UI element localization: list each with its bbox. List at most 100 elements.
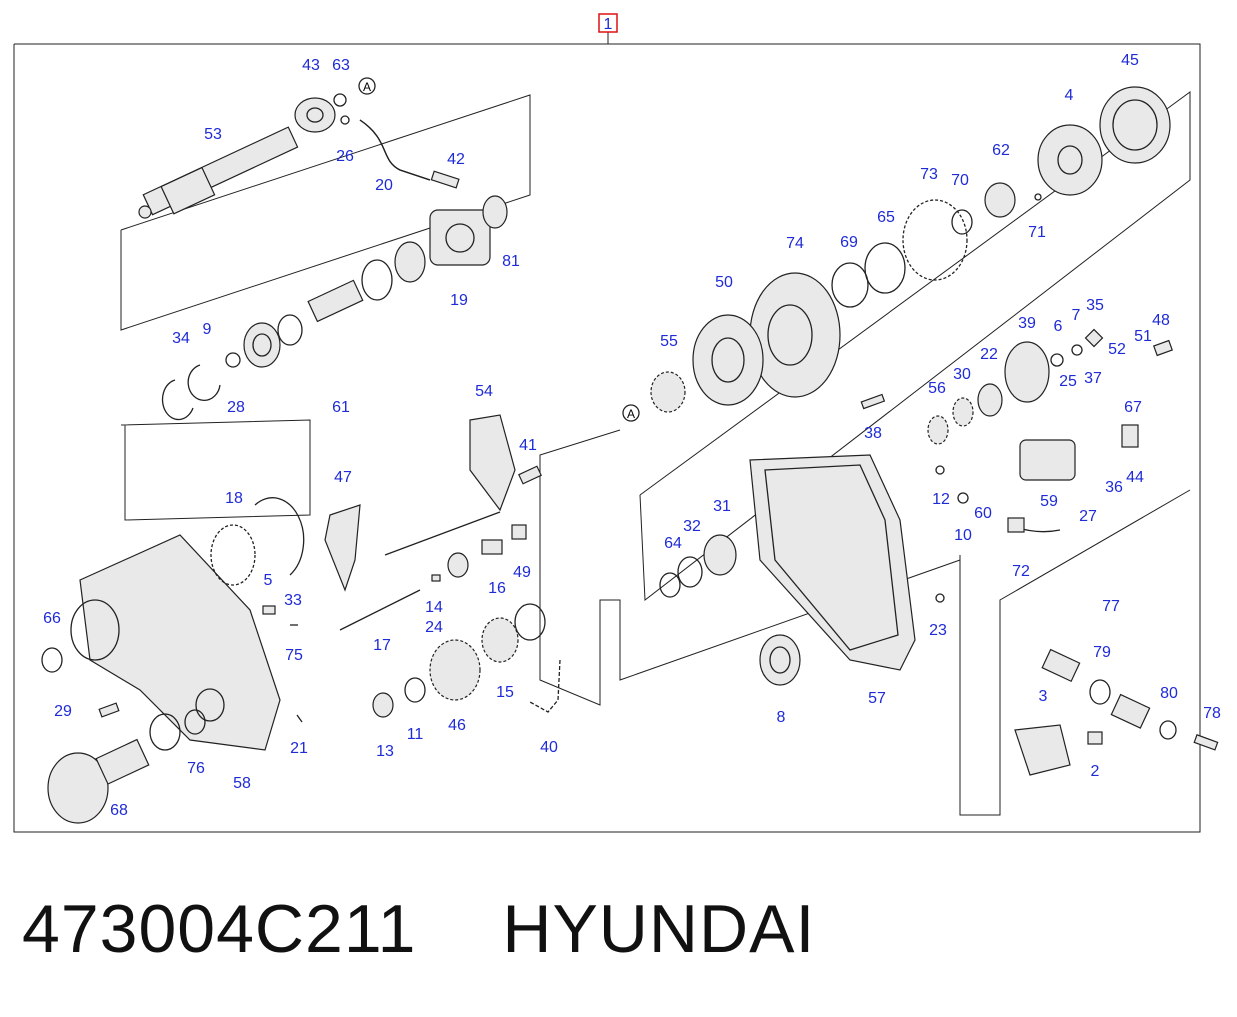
callout-label: 74 xyxy=(786,235,804,252)
callout-label: 66 xyxy=(43,610,61,627)
callout-label: 33 xyxy=(284,592,302,609)
callout-label: 19 xyxy=(450,292,468,309)
output-flange-part xyxy=(47,738,150,824)
callout-label: 70 xyxy=(951,172,969,189)
callout-label: 76 xyxy=(187,760,205,777)
callout-label: 43 xyxy=(302,57,320,74)
callout-label: 28 xyxy=(227,399,245,416)
callout-label: 42 xyxy=(447,151,465,168)
callout-label: 7 xyxy=(1072,307,1081,324)
planetary-carrier-part xyxy=(429,209,491,266)
callout-label: 10 xyxy=(954,527,972,544)
bearing-45-part xyxy=(1099,86,1171,164)
callout-label: 55 xyxy=(660,333,678,350)
callout-label: 80 xyxy=(1160,685,1178,702)
part-caption: 473004C211 HYUNDAI xyxy=(22,890,815,968)
callout-label: 4 xyxy=(1065,87,1074,104)
callout-label: 45 xyxy=(1121,52,1139,69)
callout-label: 58 xyxy=(233,775,251,792)
exploded-parts-diagram: 1 A xyxy=(13,13,1221,833)
callout-label: 15 xyxy=(496,684,514,701)
callout-label: 23 xyxy=(929,622,947,639)
part-number: 473004C211 xyxy=(22,891,417,967)
callout-label: 29 xyxy=(54,703,72,720)
bearing-4-part xyxy=(1037,124,1103,196)
callout-label: 60 xyxy=(974,505,992,522)
callout-label: 61 xyxy=(332,399,350,416)
callout-label: 54 xyxy=(475,383,493,400)
callout-label: 37 xyxy=(1084,370,1102,387)
callout-label: 56 xyxy=(928,380,946,397)
callout-label: 51 xyxy=(1134,328,1152,345)
callout-label: 48 xyxy=(1152,312,1170,329)
callout-label: 22 xyxy=(980,346,998,363)
callout-label: 62 xyxy=(992,142,1010,159)
brand-name: HYUNDAI xyxy=(502,891,816,967)
callout-label: 59 xyxy=(1040,493,1058,510)
callout-label: 49 xyxy=(513,564,531,581)
callout-label: 24 xyxy=(425,619,443,636)
callout-label: 52 xyxy=(1108,341,1126,358)
callout-label: 81 xyxy=(502,253,520,270)
callout-label: 30 xyxy=(953,366,971,383)
callout-label: 11 xyxy=(407,726,424,743)
callout-label: 71 xyxy=(1028,224,1046,241)
callout-label: 67 xyxy=(1124,399,1142,416)
callout-label: 16 xyxy=(488,580,506,597)
callout-label: 44 xyxy=(1126,469,1144,486)
callout-label: 20 xyxy=(375,177,393,194)
callout-label: 27 xyxy=(1079,508,1097,525)
callout-label: 79 xyxy=(1093,644,1111,661)
callout-label: 77 xyxy=(1102,598,1120,615)
callout-label: 75 xyxy=(285,647,303,664)
reference-marker-mid: A xyxy=(627,407,635,421)
callout-label: 46 xyxy=(448,717,466,734)
clutch-drum-part xyxy=(749,272,841,398)
callout-label: 47 xyxy=(334,469,352,486)
callout-label: 50 xyxy=(715,274,733,291)
sprocket-part xyxy=(902,199,968,281)
callout-label: 32 xyxy=(683,518,701,535)
callout-label: 35 xyxy=(1086,297,1104,314)
callout-label: 72 xyxy=(1012,563,1030,580)
flange-part xyxy=(294,97,336,133)
callout-label: 8 xyxy=(777,709,786,726)
input-shaft-part xyxy=(138,126,299,219)
callout-labels: 53 43 63 26 20 42 19 81 61 34 9 28 45 4 … xyxy=(43,52,1221,819)
front-case-part xyxy=(70,534,281,751)
assembly-frame xyxy=(13,43,1201,833)
callout-label: 9 xyxy=(203,321,212,338)
rear-case-part xyxy=(749,454,916,671)
reference-marker-circle xyxy=(358,77,376,95)
callout-label: 65 xyxy=(877,209,895,226)
clutch-hub-part xyxy=(692,314,764,406)
assembly-number: 1 xyxy=(604,16,613,33)
callout-label: 38 xyxy=(864,425,882,442)
callout-label: 41 xyxy=(519,437,537,454)
callout-label: 69 xyxy=(840,234,858,251)
callout-label: 3 xyxy=(1039,688,1048,705)
callout-label: 17 xyxy=(373,637,391,654)
callout-label: 2 xyxy=(1091,763,1100,780)
callout-label: 21 xyxy=(290,740,308,757)
callout-label: 5 xyxy=(264,572,273,589)
callout-label: 73 xyxy=(920,166,938,183)
callout-label: 36 xyxy=(1105,479,1123,496)
callout-label: 57 xyxy=(868,690,886,707)
callout-label: 6 xyxy=(1054,318,1063,335)
callout-label: 13 xyxy=(376,743,394,760)
callout-label: 12 xyxy=(932,491,950,508)
callout-label: 40 xyxy=(540,739,558,756)
actuator-part xyxy=(1019,439,1076,481)
callout-label: 64 xyxy=(664,535,682,552)
callout-label: 34 xyxy=(172,330,190,347)
callout-label: 26 xyxy=(336,148,354,165)
callout-label: 78 xyxy=(1203,705,1221,722)
callout-label: 39 xyxy=(1018,315,1036,332)
callout-label: 25 xyxy=(1059,373,1077,390)
callout-label: 18 xyxy=(225,490,243,507)
callout-label: 68 xyxy=(110,802,128,819)
callout-label: 53 xyxy=(204,126,222,143)
reference-marker-top: A xyxy=(363,80,371,94)
callout-label: 63 xyxy=(332,57,350,74)
